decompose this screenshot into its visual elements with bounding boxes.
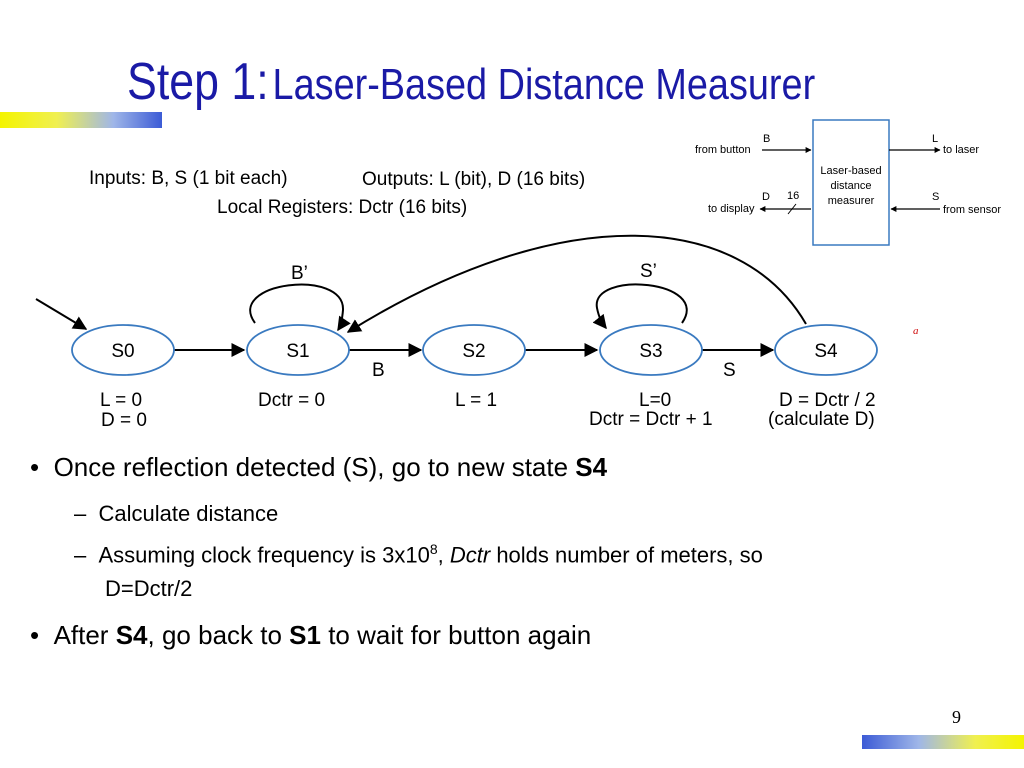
s0-action-d: D = 0 [101, 410, 147, 431]
sub-bullet-1: – Calculate distance [74, 501, 279, 526]
state-s0 [71, 324, 175, 376]
bus-slash [787, 203, 797, 215]
bullet-1-text: Once reflection detected (S), go to new … [53, 452, 576, 482]
port-d-label: D [762, 191, 770, 203]
bullet-1: • Once reflection detected (S), go to ne… [30, 452, 608, 482]
top-accent-bar [0, 112, 162, 128]
s3-self-loop-label: S’ [640, 261, 657, 282]
title-step: Step 1: [127, 53, 269, 111]
port-s-label: S [932, 191, 939, 203]
block-label-line-3: measurer [828, 195, 875, 207]
bullet-2-pre: After [53, 620, 116, 650]
from-button-label: from button [695, 144, 751, 156]
state-s3-label: S3 [639, 341, 662, 362]
port-b-label: B [763, 133, 770, 145]
state-s2-label: S2 [462, 341, 485, 362]
s1-action: Dctr = 0 [258, 390, 325, 411]
s0-action-l: L = 0 [100, 390, 142, 411]
block-label-line-2: distance [831, 180, 872, 192]
initial-transition-arrow [35, 298, 88, 330]
to-display-label: to display [708, 203, 755, 215]
sub-bullet-2-italic: Dctr [449, 542, 491, 568]
bullet-1-bold: S4 [575, 452, 608, 482]
s3-action-l: L=0 [639, 390, 671, 411]
sub-bullet-2-line-2: D=Dctr/2 [105, 576, 193, 601]
state-s3 [599, 324, 703, 376]
bullet-2-bold-2: S1 [289, 620, 321, 650]
s3-to-s4-label: S [723, 360, 736, 381]
block-diagram: Laser-based distance measurer from butto… [695, 119, 1001, 246]
sub-bullet-2-exponent: 8 [429, 541, 438, 557]
s4-action-d: D = Dctr / 2 [779, 390, 876, 411]
bottom-accent-bar [862, 735, 1024, 749]
sub-bullet-2-comma: , [437, 542, 450, 568]
block-label-line-1: Laser-based [820, 165, 881, 177]
sub-bullet-2-post: holds number of meters, so [490, 542, 763, 568]
s4-action-note: (calculate D) [768, 409, 875, 430]
stray-mark: a [913, 325, 919, 337]
page-number: 9 [952, 707, 961, 727]
sub-bullet-2: – Assuming clock frequency is 3x108, Dct… [74, 541, 763, 568]
s3-action-dctr: Dctr = Dctr + 1 [589, 409, 713, 430]
to-laser-label: to laser [943, 144, 979, 156]
s1-self-loop [249, 283, 351, 332]
state-s2 [422, 324, 526, 376]
bus-width-label: 16 [787, 190, 799, 202]
title-text: Laser-Based Distance Measurer [272, 60, 816, 109]
s1-self-loop-label: B’ [291, 263, 308, 284]
bullet-2-mid: , go back to [147, 620, 290, 650]
s1-to-s2-label: B [372, 360, 385, 381]
s2-action: L = 1 [455, 390, 497, 411]
from-sensor-label: from sensor [943, 204, 1001, 216]
sub-bullet-2-pre: Assuming clock frequency is 3x10 [98, 542, 430, 568]
sub-bullet-1-text: Calculate distance [98, 501, 279, 526]
inputs-label: Inputs: B, S (1 bit each) [89, 168, 288, 189]
bullet-2: • After S4, go back to S1 to wait for bu… [30, 620, 592, 650]
port-l-label: L [932, 133, 938, 145]
s3-self-loop [592, 283, 688, 330]
bullet-2-bold-1: S4 [115, 620, 148, 650]
slide-title: Step 1: Laser-Based Distance Measurer [127, 56, 815, 108]
outputs-label: Outputs: L (bit), D (16 bits) [362, 169, 586, 190]
state-s1-label: S1 [286, 341, 309, 362]
state-s0-label: S0 [111, 341, 134, 362]
measurer-block [812, 119, 890, 246]
state-s4 [774, 324, 878, 376]
registers-label: Local Registers: Dctr (16 bits) [217, 197, 468, 218]
state-s4-label: S4 [814, 341, 838, 362]
s4-to-s1-arc [346, 234, 807, 333]
state-s1 [246, 324, 350, 376]
bullet-2-post: to wait for button again [320, 620, 592, 650]
